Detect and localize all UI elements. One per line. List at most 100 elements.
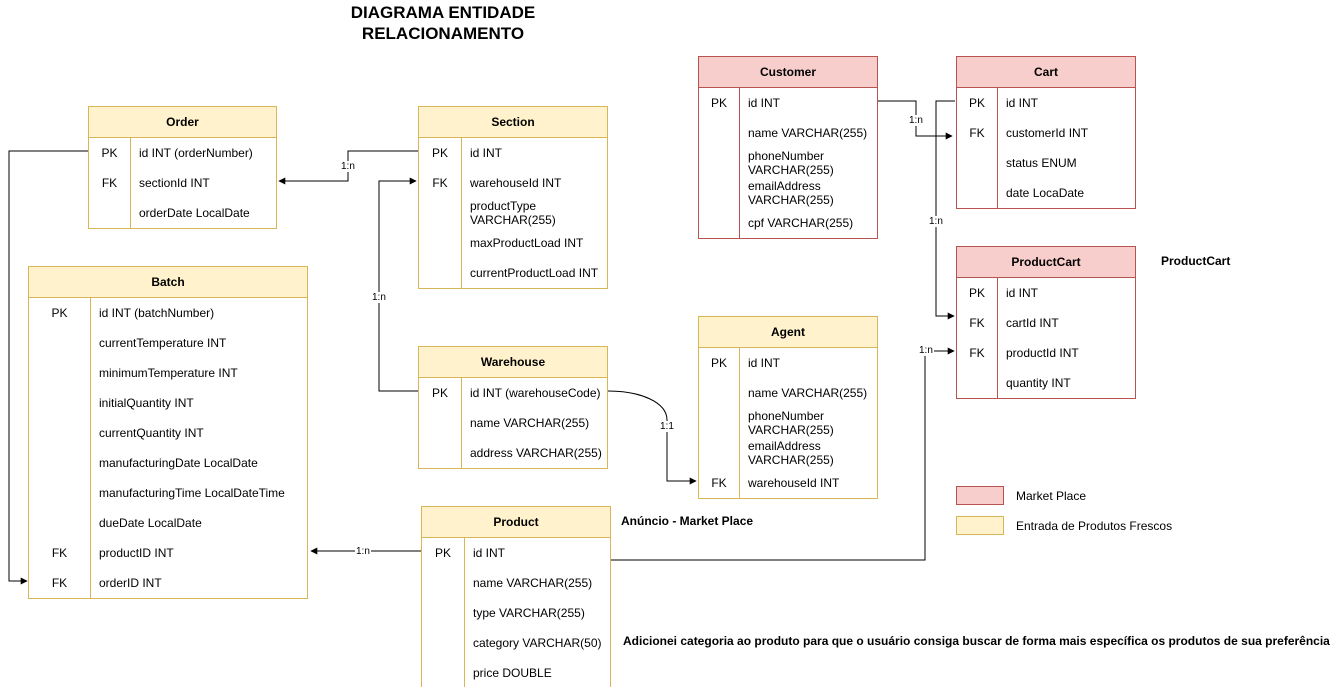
entity-cart-header: Cart [957, 57, 1135, 88]
entity-cart-row: date LocaDate [957, 178, 1135, 208]
key-label [419, 228, 461, 258]
entity-batch-row: manufacturingTime LocalDateTime [29, 478, 307, 508]
key-label [29, 478, 90, 508]
field-label: name VARCHAR(255) [748, 386, 868, 400]
key-label [957, 148, 997, 178]
entity-batch-row: dueDate LocalDate [29, 508, 307, 538]
field-label: orderID INT [99, 576, 162, 590]
entity-batch-row: initialQuantity INT [29, 388, 307, 418]
field-label: id INT (orderNumber) [139, 146, 253, 160]
legend-fresh-swatch [956, 516, 1004, 535]
key-label [419, 438, 461, 468]
key-label: FK [969, 346, 985, 360]
warehouse-section-edge [378, 177, 418, 392]
field-label: id INT [1006, 96, 1039, 110]
entity-batch-header: Batch [29, 267, 307, 298]
field-label: status ENUM [1006, 156, 1077, 170]
legend-market-swatch [956, 486, 1004, 505]
key-label: PK [968, 286, 985, 300]
key-label [29, 328, 90, 358]
key-label: FK [969, 126, 985, 140]
field-label: sectionId INT [139, 176, 210, 190]
entity-agent-row: emailAddress VARCHAR(255) [699, 438, 877, 468]
entity-product-row: name VARCHAR(255) [422, 568, 610, 598]
field-label: productType VARCHAR(255) [470, 199, 556, 227]
entity-agent-row: FK warehouseId INT [699, 468, 877, 498]
key-label: PK [434, 546, 451, 560]
entity-productcart-row: PK id INT [957, 278, 1135, 308]
field-label: type VARCHAR(255) [473, 606, 585, 620]
entity-section-header: Section [419, 107, 607, 138]
entity-warehouse-row: name VARCHAR(255) [419, 408, 607, 438]
key-label [419, 408, 461, 438]
field-label: id INT [748, 356, 781, 370]
entity-customer-row: cpf VARCHAR(255) [699, 208, 877, 238]
field-label: category VARCHAR(50) [473, 636, 602, 650]
legend-fresh-label: Entrada de Produtos Frescos [1016, 519, 1173, 533]
key-label: FK [711, 476, 727, 490]
key-label: PK [431, 146, 448, 160]
entity-section-row: currentProductLoad INT [419, 258, 607, 288]
field-label: id INT [748, 96, 781, 110]
field-label: emailAddress VARCHAR(255) [748, 179, 834, 207]
field-label: warehouseId INT [748, 476, 840, 490]
entity-agent-row: name VARCHAR(255) [699, 378, 877, 408]
entity-product-row: price DOUBLE [422, 658, 610, 687]
field-label: currentQuantity INT [99, 426, 204, 440]
field-label: productID INT [99, 546, 174, 560]
key-label [699, 148, 739, 178]
key-label [29, 418, 90, 448]
field-label: date LocaDate [1006, 186, 1085, 200]
field-label: phoneNumber VARCHAR(255) [748, 409, 834, 437]
entity-order-row: PK id INT (orderNumber) [89, 138, 276, 168]
key-label: PK [101, 146, 118, 160]
field-label: price DOUBLE [473, 666, 552, 680]
field-label: phoneNumber VARCHAR(255) [748, 149, 834, 177]
entity-order[interactable]: Order PK id INT (orderNumber) FK sectionId… [88, 106, 277, 229]
key-label: FK [101, 176, 118, 190]
order-batch-edge [8, 150, 88, 585]
field-label: emailAddress VARCHAR(255) [748, 439, 834, 467]
entity-batch-row: currentQuantity INT [29, 418, 307, 448]
entity-customer-row: phoneNumber VARCHAR(255) [699, 148, 877, 178]
key-label [29, 448, 90, 478]
field-label: address VARCHAR(255) [470, 446, 602, 460]
field-label: manufacturingTime LocalDateTime [99, 486, 285, 500]
field-label: currentTemperature INT [99, 336, 227, 350]
entity-order-header: Order [89, 107, 276, 138]
field-label: name VARCHAR(255) [470, 416, 590, 430]
field-label: quantity INT [1006, 376, 1071, 390]
entity-batch-row: manufacturingDate LocalDate [29, 448, 307, 478]
entity-customer-header: Customer [699, 57, 877, 88]
key-label [419, 258, 461, 288]
key-label: FK [969, 316, 985, 330]
field-label: id INT [473, 546, 506, 560]
key-label: FK [432, 176, 448, 190]
cardinality-order-section: 1:n [340, 161, 356, 172]
entity-agent-row: phoneNumber VARCHAR(255) [699, 408, 877, 438]
key-label: PK [968, 96, 985, 110]
cardinality-section-warehouse: 1:n [371, 292, 387, 303]
cardinality-product-batch: 1:n [355, 546, 371, 557]
field-label: id INT [1006, 286, 1039, 300]
key-label [699, 438, 739, 468]
